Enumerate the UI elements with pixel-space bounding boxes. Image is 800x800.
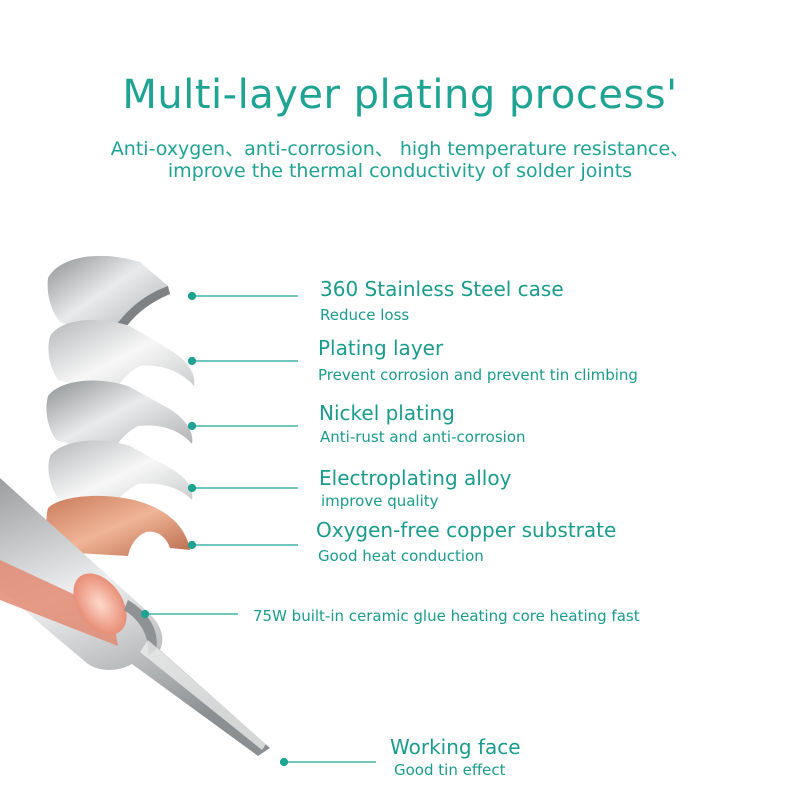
page-title: Multi-layer plating process' xyxy=(122,72,678,118)
layer-2-title: Plating layer xyxy=(318,336,444,360)
layer-2-desc: Prevent corrosion and prevent tin climbi… xyxy=(318,366,638,384)
layer-3-desc: Anti-rust and anti-corrosion xyxy=(320,428,526,446)
pointer-lines xyxy=(140,291,376,767)
heating-core-glow xyxy=(73,573,127,635)
layer-5-desc: Good heat conduction xyxy=(318,547,484,565)
subtitle-line-1: Anti-oxygen、anti-corrosion、 high tempera… xyxy=(110,138,690,160)
subtitle-line-2: improve the thermal conductivity of sold… xyxy=(167,160,633,182)
tip-body xyxy=(0,478,270,756)
electroplating-alloy-shell xyxy=(48,440,193,510)
nickel-plating-shell xyxy=(46,380,193,456)
layer-4-desc: improve quality xyxy=(321,492,439,510)
plating-layer-shell xyxy=(48,320,195,396)
copper-substrate-shell xyxy=(46,495,190,556)
layer-5-title: Oxygen-free copper substrate xyxy=(316,518,617,542)
heating-core-label: 75W built-in ceramic glue heating core h… xyxy=(253,607,640,625)
working-face-title: Working face xyxy=(390,735,521,759)
layer-4-title: Electroplating alloy xyxy=(319,466,512,490)
layer-3-title: Nickel plating xyxy=(319,401,455,425)
working-face-desc: Good tin effect xyxy=(394,761,506,779)
layer-1-title: 360 Stainless Steel case xyxy=(320,277,564,301)
layer-1-desc: Reduce loss xyxy=(320,306,410,324)
